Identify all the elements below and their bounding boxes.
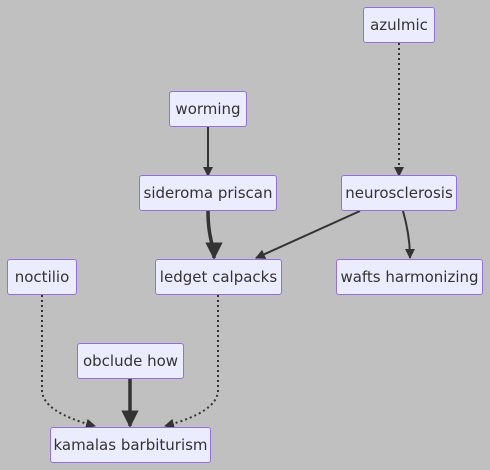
- node-obclude-how[interactable]: obclude how: [77, 343, 184, 379]
- edge-sideroma-priscan-to-ledget-calpacks: [205, 210, 223, 260]
- node-noctilio[interactable]: noctilio: [7, 259, 77, 295]
- node-ledget-calpacks[interactable]: ledget calpacks: [155, 259, 282, 295]
- node-neurosclerosis[interactable]: neurosclerosis: [341, 175, 457, 211]
- node-azulmic[interactable]: azulmic: [363, 7, 435, 43]
- edge-ledget-calpacks-to-kamalas-barbiturism: [164, 295, 219, 429]
- edge-neurosclerosis-to-ledget-calpacks: [255, 210, 361, 259]
- node-worming[interactable]: worming: [169, 91, 247, 127]
- node-sideroma-priscan[interactable]: sideroma priscan: [139, 175, 277, 211]
- edge-neurosclerosis-to-wafts-harmonizing: [402, 210, 415, 259]
- node-wafts-harmonizing[interactable]: wafts harmonizing: [336, 259, 483, 295]
- node-kamalas-barbiturism[interactable]: kamalas barbiturism: [50, 427, 211, 463]
- edge-noctilio-to-kamalas-barbiturism: [41, 295, 96, 429]
